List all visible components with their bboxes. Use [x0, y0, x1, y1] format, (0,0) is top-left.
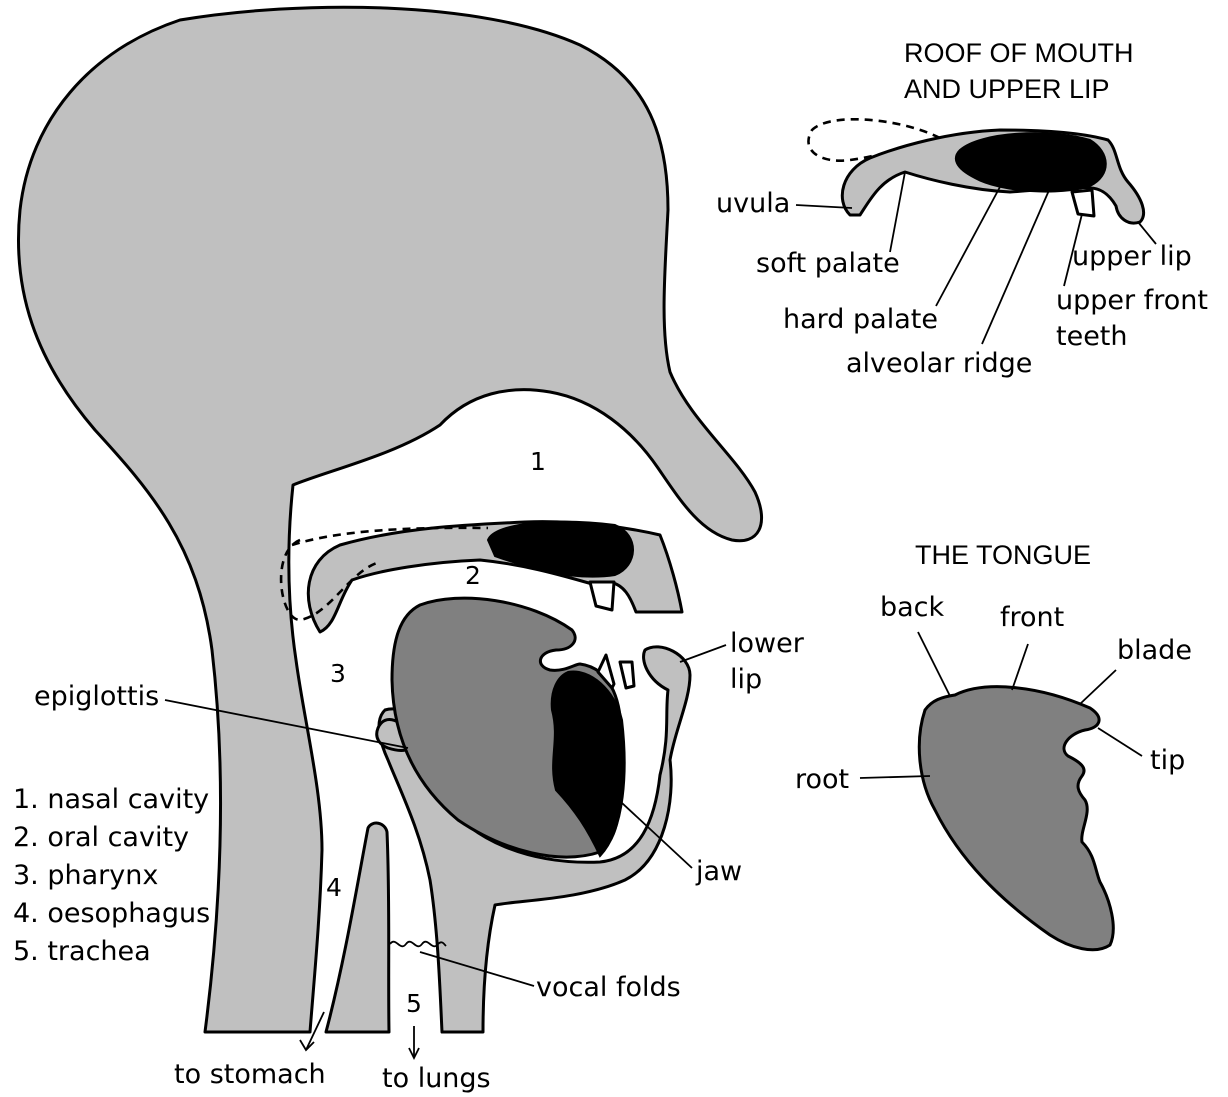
tongue-inset-title: THE TONGUE — [915, 540, 1091, 570]
lower-lip-label-line2: lip — [730, 664, 762, 695]
legend-item-5: 5. trachea — [13, 936, 151, 967]
epiglottis-label: epiglottis — [34, 681, 159, 712]
front-leader — [1012, 644, 1028, 690]
trachea-wall — [326, 823, 389, 1032]
cavity-number-2: 2 — [465, 561, 481, 590]
soft-palate-leader — [890, 172, 905, 252]
root-leader — [860, 776, 930, 778]
cavity-number-4: 4 — [326, 873, 342, 902]
legend-item-2: 2. oral cavity — [13, 822, 189, 853]
alveolar-ridge-label: alveolar ridge — [846, 348, 1032, 379]
hard-palate-label: hard palate — [783, 304, 938, 335]
roof-teeth — [1072, 190, 1094, 216]
soft-palate-label: soft palate — [756, 248, 900, 279]
uvula-label: uvula — [716, 188, 790, 219]
back-leader — [918, 632, 950, 696]
blade-leader — [1080, 670, 1116, 704]
tongue-back-label: back — [880, 592, 945, 623]
jaw-label: jaw — [695, 856, 742, 887]
lower-lip-leader — [680, 645, 726, 662]
lower-lip-label-line1: lower — [730, 628, 805, 659]
cavity-number-5: 5 — [406, 989, 422, 1018]
hard-palate-leader — [936, 172, 1008, 306]
cavity-number-1: 1 — [530, 447, 546, 476]
to-lungs-label: to lungs — [382, 1063, 491, 1094]
upper-front-teeth-label-line2: teeth — [1056, 321, 1128, 352]
cavity-number-3: 3 — [330, 659, 346, 688]
to-stomach-arrowhead — [300, 1040, 314, 1050]
tip-leader — [1098, 728, 1142, 756]
legend-item-1: 1. nasal cavity — [13, 784, 209, 815]
legend-item-3: 3. pharynx — [13, 860, 158, 891]
legend-item-4: 4. oesophagus — [13, 898, 210, 929]
to-stomach-label: to stomach — [174, 1059, 326, 1090]
tongue-tip-label: tip — [1150, 745, 1185, 776]
upper-teeth — [590, 582, 614, 610]
alveolar-ridge-leader — [982, 188, 1050, 344]
tongue-inset-shape — [919, 687, 1113, 950]
upper-front-teeth-label-line1: upper front — [1056, 285, 1208, 316]
roof-inset-title-line1: ROOF OF MOUTH — [904, 38, 1133, 68]
palate-dark — [488, 522, 633, 577]
roof-inset-title-line2: AND UPPER LIP — [904, 74, 1110, 104]
tongue-root-label: root — [795, 764, 849, 795]
vocal-folds-label: vocal folds — [536, 972, 681, 1003]
lower-teeth-2 — [620, 662, 634, 688]
tongue-blade-label: blade — [1117, 635, 1192, 666]
tongue-front-label: front — [1000, 602, 1064, 633]
upper-lip-label: upper lip — [1072, 241, 1192, 272]
